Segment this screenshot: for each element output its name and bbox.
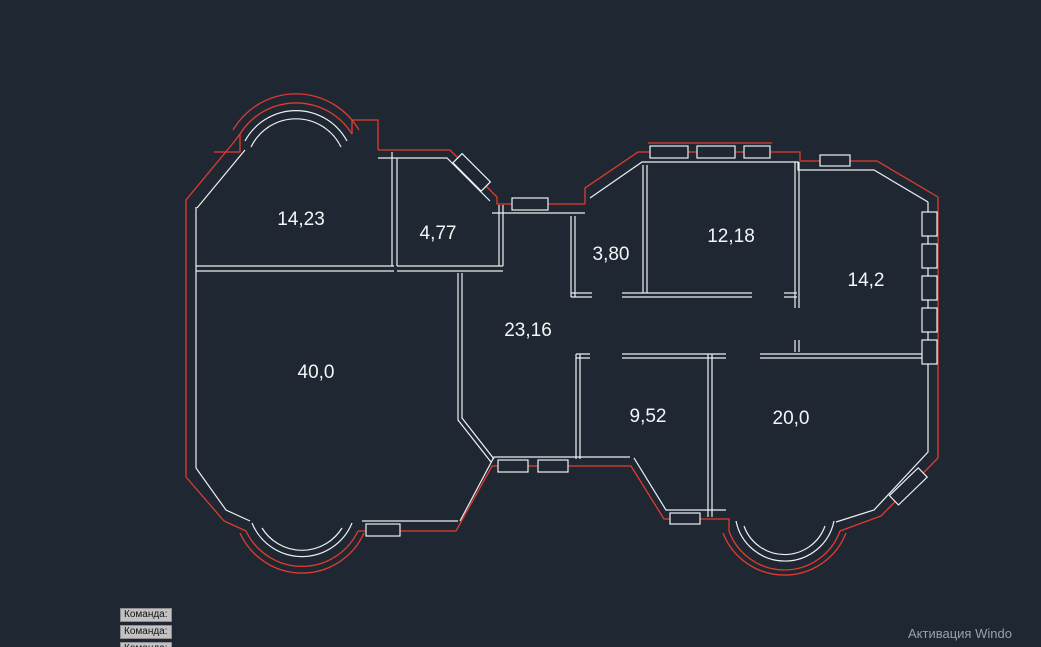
window-icon [511, 197, 549, 211]
window-icon [696, 145, 736, 159]
room-area-label: 3,80 [593, 244, 630, 265]
room-area-label: 40,0 [298, 362, 335, 383]
window-symbols [365, 145, 938, 537]
room-area-label: 14,2 [848, 270, 885, 291]
room-area-label: 9,52 [630, 406, 667, 427]
window-icon [921, 211, 938, 237]
room-area-labels: 14,23 4,77 3,80 12,18 14,2 40,0 23,16 9,… [277, 209, 884, 429]
window-icon [921, 275, 938, 301]
windows-activation-watermark: Активация Windo [908, 626, 1012, 641]
interior-walls [195, 110, 930, 562]
command-prompt[interactable]: Команда: [120, 642, 172, 647]
room-area-label: 4,77 [420, 223, 457, 244]
window-icon [537, 459, 569, 473]
window-icon [819, 154, 851, 167]
room-area-label: 20,0 [773, 408, 810, 429]
window-icon [649, 145, 689, 159]
room-area-label: 12,18 [707, 226, 755, 247]
window-icon [743, 145, 771, 159]
window-icon [452, 152, 492, 192]
window-icon [365, 523, 401, 537]
room-area-label: 14,23 [277, 209, 325, 230]
window-icon [921, 307, 938, 333]
window-icon [888, 466, 929, 506]
window-icon [669, 512, 701, 525]
command-prompt[interactable]: Команда: [120, 625, 172, 639]
window-icon [921, 339, 938, 365]
window-icon [497, 459, 529, 473]
window-icon [921, 243, 938, 269]
command-prompt[interactable]: Команда: [120, 608, 172, 622]
exterior-walls [185, 93, 939, 576]
room-area-label: 23,16 [504, 320, 552, 341]
